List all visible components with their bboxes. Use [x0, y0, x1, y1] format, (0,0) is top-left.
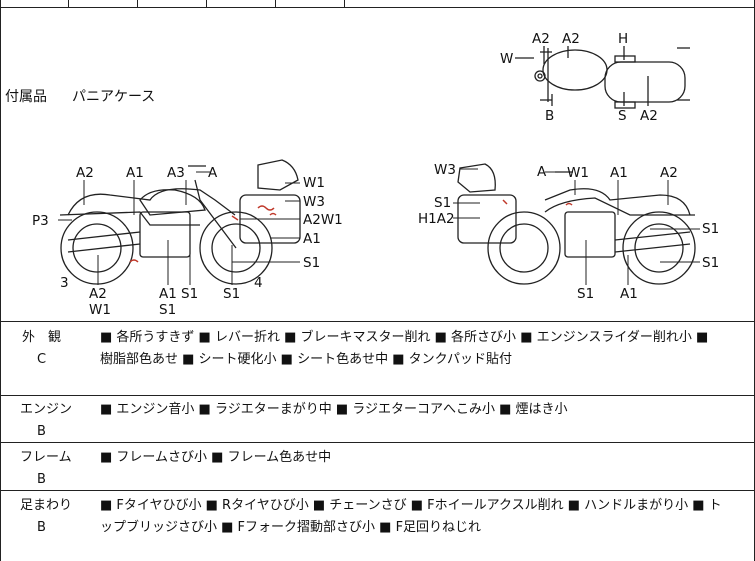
- section-divider: [0, 395, 755, 396]
- top-label: W: [500, 51, 514, 67]
- left-label: W1: [89, 302, 111, 318]
- right-label: A: [537, 164, 547, 180]
- left-label: A3: [167, 165, 185, 181]
- right-label: A1: [610, 165, 628, 181]
- right-label: W3: [434, 162, 456, 178]
- section-text-engine: ■ エンジン音小 ■ ラジエターまがり中 ■ ラジエターコアへこみ小 ■ 煙はき…: [100, 402, 568, 417]
- damage-marks: [129, 199, 573, 263]
- table-divider: [275, 0, 276, 7]
- section-text-exterior: 樹脂部色あせ ■ シート硬化小 ■ シート色あせ中 ■ タンクパッド貼付: [100, 352, 512, 367]
- section-grade-engine: B: [37, 424, 46, 439]
- top-view-bike: [515, 46, 690, 109]
- left-label: A2: [89, 286, 107, 302]
- section-title-engine: エンジン: [20, 402, 73, 417]
- section-text-exterior: ■ 各所うすきず ■ レバー折れ ■ ブレーキマスター削れ ■ 各所さび小 ■ …: [100, 330, 709, 345]
- section-text-frame: ■ フレームさび小 ■ フレーム色あせ中: [100, 450, 332, 465]
- left-label: 3: [60, 275, 69, 291]
- right-label: S1: [702, 255, 720, 271]
- right-label: A1: [620, 286, 638, 302]
- right-label: H1A2: [418, 211, 455, 227]
- table-divider: [68, 0, 69, 7]
- section-grade-suspension: B: [37, 520, 46, 535]
- left-label: A2: [76, 165, 94, 181]
- table-divider: [206, 0, 207, 7]
- top-label: A2: [562, 31, 580, 47]
- left-label: S1: [181, 286, 199, 302]
- left-label: P3: [32, 213, 49, 229]
- left-side-bike: [59, 159, 301, 285]
- right-label: A2: [660, 165, 678, 181]
- section-text-suspension: ■ Fタイヤひび小 ■ Rタイヤひび小 ■ チェーンさび ■ Fホイールアクスル…: [100, 498, 722, 513]
- section-grade-frame: B: [37, 472, 46, 487]
- left-label: A1: [303, 231, 321, 247]
- right-label: S1: [702, 221, 720, 237]
- left-label: 4: [254, 275, 263, 291]
- right-label: W1: [567, 165, 589, 181]
- section-divider: [0, 442, 755, 443]
- section-title-suspension: 足まわり: [20, 498, 73, 513]
- top-label: B: [545, 108, 555, 124]
- left-label: S1: [303, 255, 321, 271]
- right-side-bike: [457, 163, 696, 285]
- right-label: S1: [577, 286, 595, 302]
- left-label: S1: [159, 302, 177, 318]
- top-label: H: [618, 31, 629, 47]
- top-label: A2: [532, 31, 550, 47]
- section-text-suspension: ップブリッジさび小 ■ Fフォーク摺動部さび小 ■ F足回りねじれ: [100, 520, 482, 535]
- accessories-label: 付属品: [5, 89, 47, 105]
- section-divider: [0, 490, 755, 491]
- left-label: S1: [223, 286, 241, 302]
- section-grade-exterior: C: [37, 352, 47, 367]
- left-label: A2W1: [303, 212, 343, 228]
- top-label: S: [618, 108, 627, 124]
- right-label: S1: [434, 195, 452, 211]
- left-label: W1: [303, 175, 325, 191]
- section-title-exterior: 外 観: [22, 330, 62, 345]
- right-leaders: [453, 168, 700, 285]
- left-label: A1: [159, 286, 177, 302]
- accessories-value: パニアケース: [72, 89, 156, 105]
- left-leaders: [58, 171, 300, 285]
- section-divider: [0, 321, 755, 322]
- table-divider: [344, 0, 345, 7]
- left-label: W3: [303, 194, 325, 210]
- top-label: A2: [640, 108, 658, 124]
- table-divider: [137, 0, 138, 7]
- left-label: A: [208, 165, 218, 181]
- section-title-frame: フレーム: [20, 450, 72, 465]
- left-label: A1: [126, 165, 144, 181]
- top-border: [0, 7, 755, 8]
